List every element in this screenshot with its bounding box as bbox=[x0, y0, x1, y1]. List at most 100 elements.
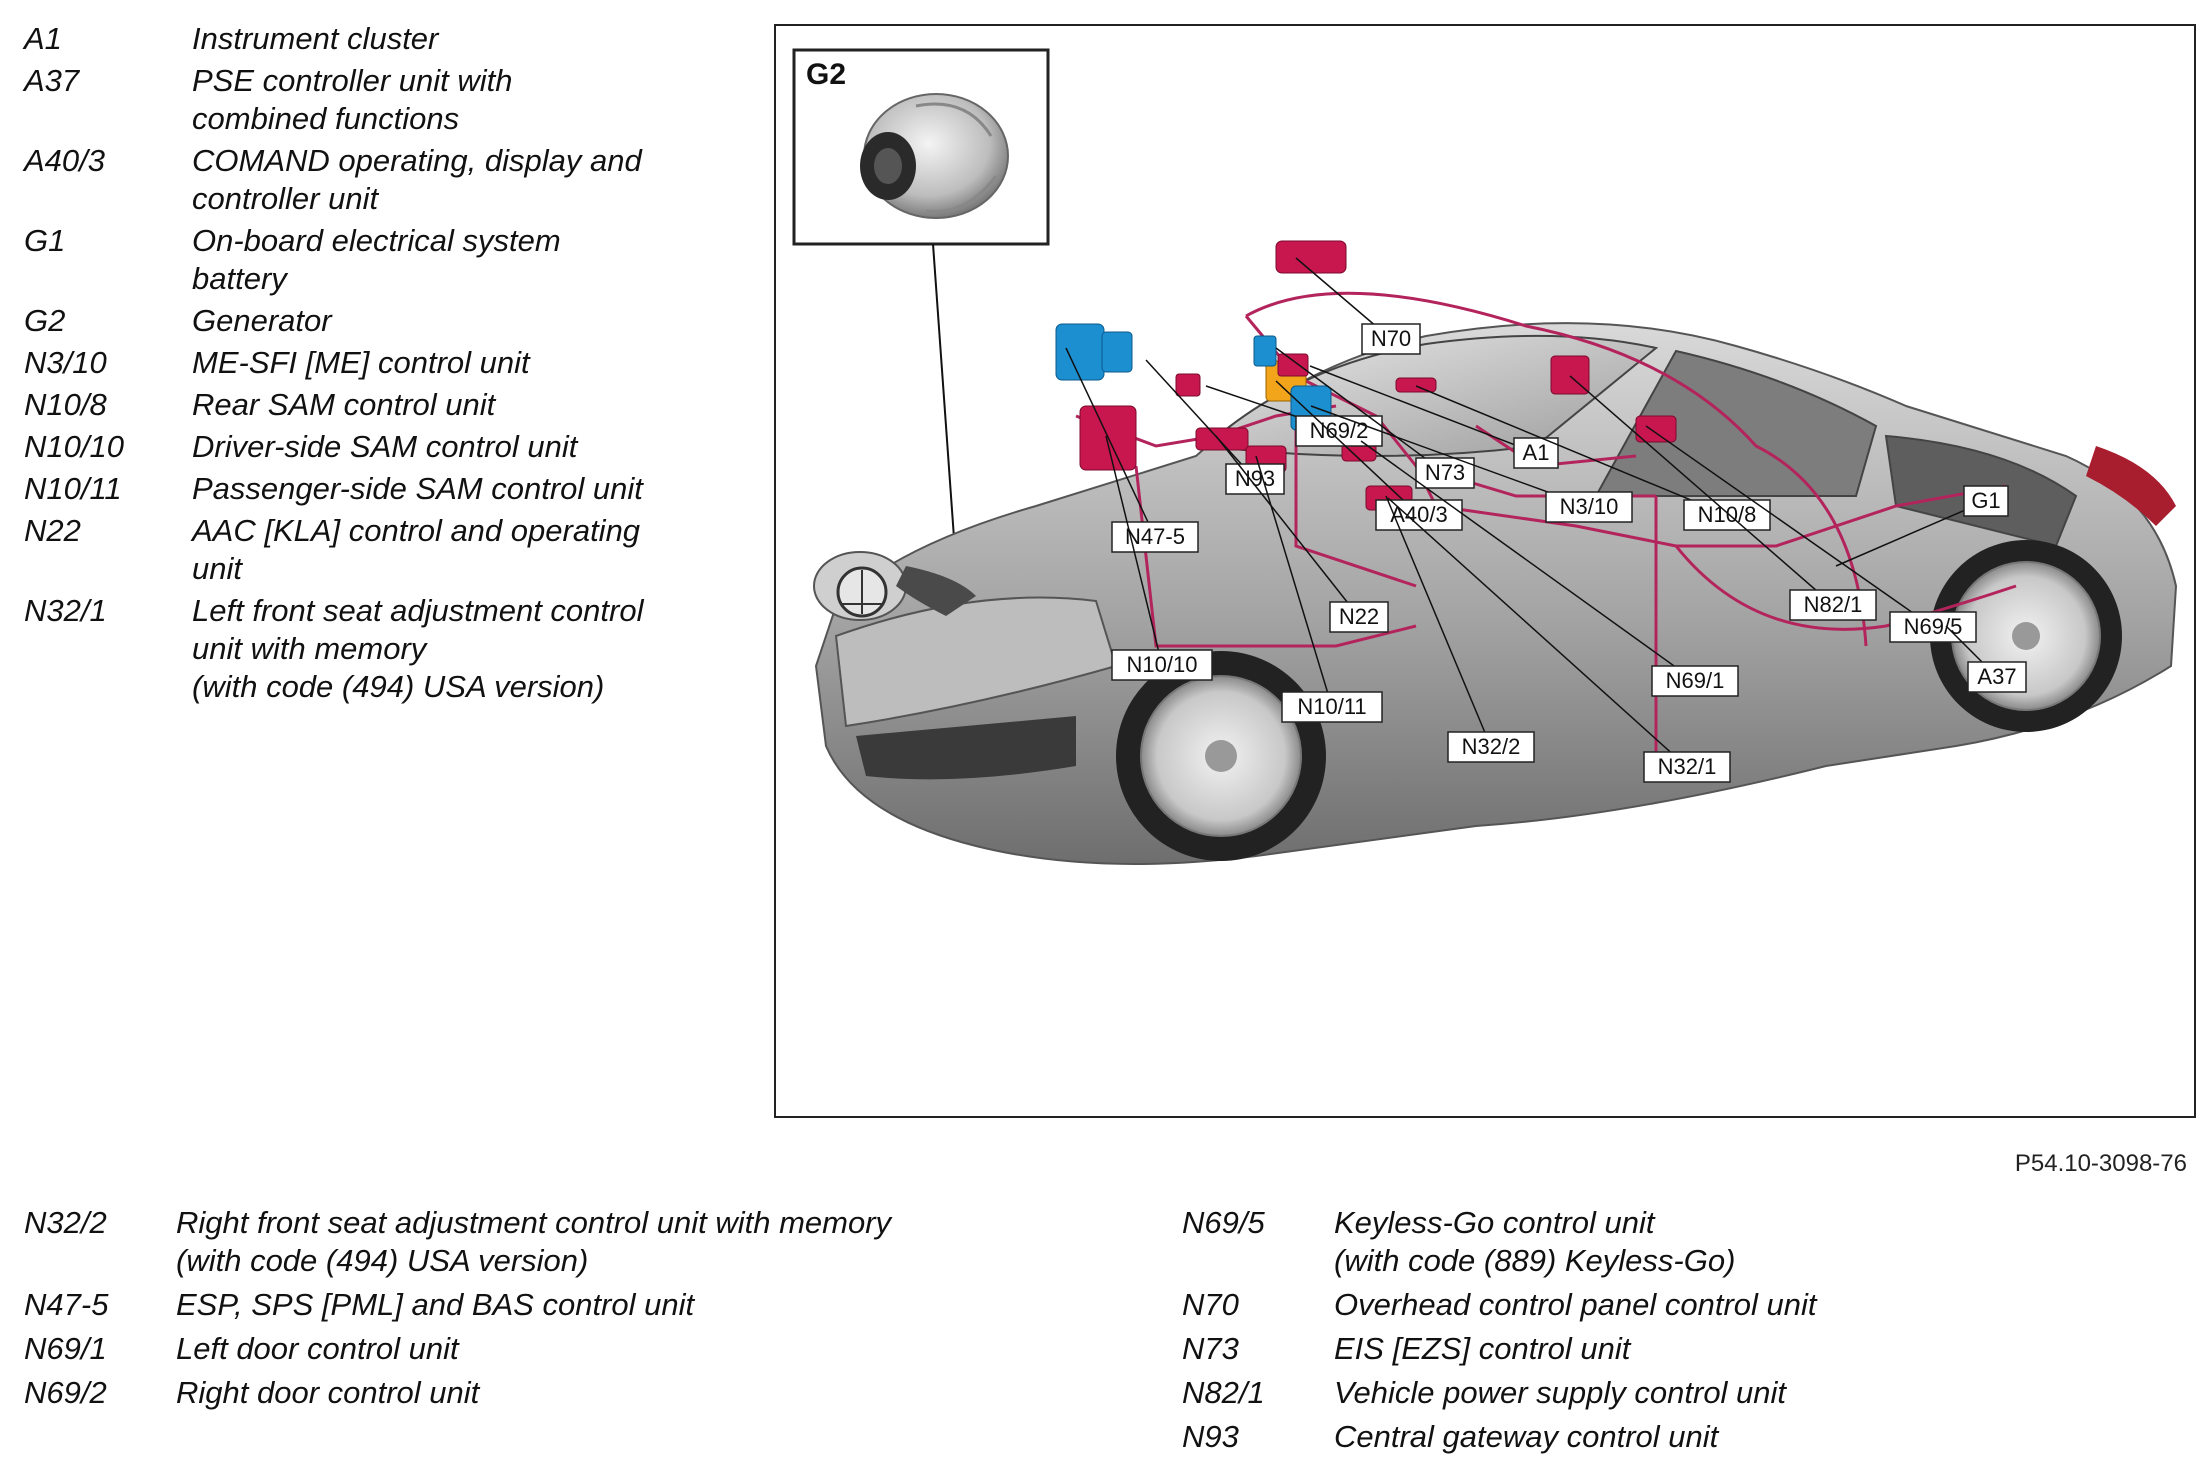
figure-reference: P54.10-3098-76 bbox=[2014, 1150, 2187, 1177]
legend-description-line: Generator bbox=[192, 303, 332, 338]
vehicle-diagram: G2 bbox=[792, 48, 2178, 865]
legend-code: N69/1 bbox=[24, 1331, 107, 1366]
legend-description-line: unit with memory bbox=[192, 631, 427, 666]
callout-box bbox=[1415, 457, 1475, 489]
legend-description: Right door control unit bbox=[176, 1374, 479, 1412]
legend-code: N22 bbox=[24, 513, 81, 548]
callout-leader bbox=[1310, 405, 1590, 508]
callout-label: A40/3 bbox=[1390, 502, 1448, 527]
callout-label: N73 bbox=[1425, 460, 1465, 485]
legend-code: A37 bbox=[24, 63, 80, 98]
callout-leader bbox=[1835, 500, 1987, 567]
callout-label: N82/1 bbox=[1804, 592, 1863, 617]
module-n70 bbox=[1275, 240, 1347, 274]
callout-box bbox=[1889, 611, 1977, 643]
callout-leader bbox=[1385, 495, 1492, 748]
legend-description-line: EIS [EZS] control unit bbox=[1334, 1331, 1631, 1366]
legend-description: Right front seat adjustment control unit… bbox=[176, 1204, 891, 1280]
legend-description-line: Vehicle power supply control unit bbox=[1334, 1375, 1787, 1410]
callout-box bbox=[1111, 649, 1213, 681]
callout-leader bbox=[1255, 455, 1333, 708]
legend-description: ESP, SPS [PML] and BAS control unit bbox=[176, 1286, 694, 1324]
callout-label: N32/1 bbox=[1658, 754, 1717, 779]
module-n10-8 bbox=[1395, 377, 1437, 393]
legend-description-line: Central gateway control unit bbox=[1334, 1419, 1719, 1454]
legend-description: Keyless-Go control unit(with code (889) … bbox=[1334, 1204, 1735, 1280]
control-modules bbox=[1055, 240, 1677, 511]
callout-box bbox=[1963, 485, 2009, 517]
legend-description-line: ESP, SPS [PML] and BAS control unit bbox=[176, 1287, 695, 1322]
callout-box bbox=[1683, 499, 1771, 531]
legend-code: N3/10 bbox=[24, 345, 107, 380]
legend-description: Generator bbox=[192, 302, 332, 340]
legend-code: N10/10 bbox=[24, 429, 124, 464]
vehicle-diagram-frame: G2 bbox=[774, 24, 2196, 1118]
legend-description-line: (with code (889) Keyless-Go) bbox=[1334, 1243, 1736, 1278]
callout-label: A37 bbox=[1977, 664, 2016, 689]
callout-label: N93 bbox=[1235, 466, 1275, 491]
legend-description: Passenger-side SAM control unit bbox=[192, 470, 643, 508]
legend-code: N47-5 bbox=[24, 1287, 109, 1322]
callout-box bbox=[1281, 691, 1383, 723]
legend-description: EIS [EZS] control unit bbox=[1334, 1330, 1630, 1368]
module-n69-5 bbox=[1635, 415, 1677, 443]
legend-description-line: Instrument cluster bbox=[192, 21, 439, 56]
legend-description-line: (with code (494) USA version) bbox=[192, 669, 605, 704]
legend-description-line: AAC [KLA] control and operating bbox=[192, 513, 641, 548]
legend-description-line: controller unit bbox=[192, 181, 379, 216]
legend-description-line: Left door control unit bbox=[176, 1331, 459, 1366]
legend-code: A40/3 bbox=[24, 143, 106, 178]
legend-description-line: On-board electrical system bbox=[192, 223, 561, 258]
legend-code: A1 bbox=[24, 21, 62, 56]
callout-label: N10/10 bbox=[1127, 652, 1198, 677]
callout-label: N32/2 bbox=[1462, 734, 1521, 759]
legend-code: N69/2 bbox=[24, 1375, 107, 1410]
legend-code: N73 bbox=[1182, 1331, 1239, 1366]
legend-description: Overhead control panel control unit bbox=[1334, 1286, 1817, 1324]
callout-box bbox=[1361, 323, 1421, 355]
callout-box bbox=[1513, 437, 1559, 469]
legend-description: ME-SFI [ME] control unit bbox=[192, 344, 530, 382]
module-n93 bbox=[1101, 331, 1133, 373]
callout-label: N69/5 bbox=[1904, 614, 1963, 639]
callout-leader bbox=[1215, 435, 1360, 618]
callout-box bbox=[1967, 661, 2027, 693]
legend-description: Driver-side SAM control unit bbox=[192, 428, 577, 466]
callout-leader bbox=[1275, 380, 1420, 516]
callout-box bbox=[1545, 491, 1633, 523]
g2-inset: G2 bbox=[792, 48, 1050, 707]
legend-code: N82/1 bbox=[1182, 1375, 1265, 1410]
legend-description: Vehicle power supply control unit bbox=[1334, 1374, 1786, 1412]
callout-leader bbox=[1275, 347, 1446, 474]
callout-label: N10/11 bbox=[1297, 694, 1366, 719]
legend-description-line: Keyless-Go control unit bbox=[1334, 1205, 1655, 1240]
generator-illustration bbox=[860, 93, 1009, 219]
callout-box bbox=[1329, 601, 1389, 633]
callout-box bbox=[1789, 589, 1877, 621]
legend-code: N32/1 bbox=[24, 593, 107, 628]
callout-box bbox=[1651, 665, 1739, 697]
callout-label: A1 bbox=[1523, 440, 1550, 465]
callout-leader bbox=[1569, 375, 1834, 606]
legend-code: N10/8 bbox=[24, 387, 107, 422]
legend-description-line: combined functions bbox=[192, 101, 460, 136]
callout-leader bbox=[1105, 435, 1163, 666]
legend-description-line: Right door control unit bbox=[176, 1375, 480, 1410]
legend-description: Instrument cluster bbox=[192, 20, 438, 58]
callout-leader bbox=[1309, 365, 1537, 454]
legend-code: G1 bbox=[24, 223, 66, 258]
callout-box bbox=[1643, 751, 1731, 783]
callout-label: G1 bbox=[1971, 488, 2000, 513]
legend-description-line: (with code (494) USA version) bbox=[176, 1243, 589, 1278]
legend-code: G2 bbox=[24, 303, 66, 338]
module-n47-5 bbox=[1055, 323, 1105, 381]
callout-label: N10/8 bbox=[1698, 502, 1757, 527]
legend-description-line: Right front seat adjustment control unit… bbox=[176, 1205, 892, 1240]
legend-description: Left door control unit bbox=[176, 1330, 459, 1368]
legend-description-line: PSE controller unit with bbox=[192, 63, 513, 98]
